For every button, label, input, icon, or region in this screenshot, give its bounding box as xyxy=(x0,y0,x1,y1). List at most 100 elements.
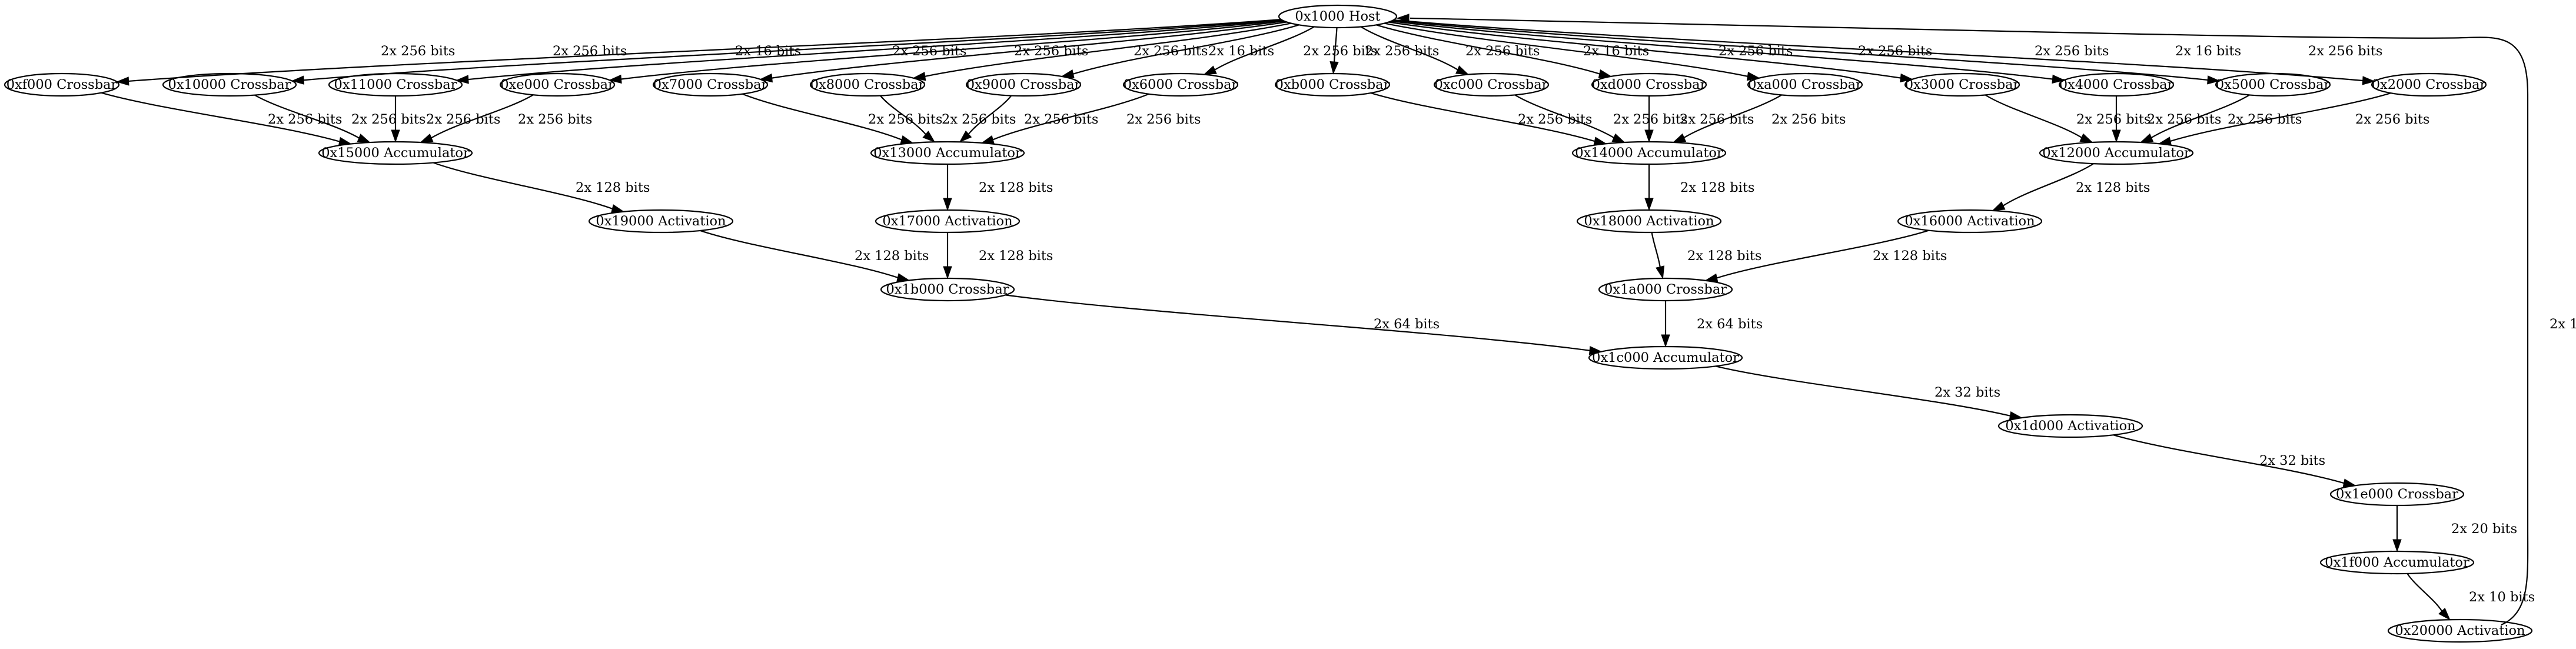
edge-label: 2x 64 bits xyxy=(1374,317,1440,332)
node-c-1b000[interactable]: 0x1b000 Crossbar xyxy=(880,277,1015,302)
edge-act_19000-to-c_1b000: 2x 128 bits xyxy=(700,229,929,282)
node-ellipse xyxy=(1598,277,1733,302)
edge-host-to-c_f000: 2x 256 bits xyxy=(116,19,1281,86)
edge-host-to-c_c000: 2x 256 bits xyxy=(1360,26,1540,75)
node-c-e000[interactable]: 0xe000 Crossbar xyxy=(499,72,616,97)
node-a-14000[interactable]: 0x14000 Accumulator xyxy=(1571,141,1727,165)
node-ellipse xyxy=(318,141,473,165)
node-act-17000[interactable]: 0x17000 Activation xyxy=(875,209,1021,234)
node-ellipse xyxy=(809,72,926,97)
node-act-1d000[interactable]: 0x1d000 Activation xyxy=(1997,414,2143,438)
node-ellipse xyxy=(1591,72,1707,97)
edge-label: 2x 256 bits xyxy=(553,44,627,59)
node-c-8000[interactable]: 0x8000 Crossbar xyxy=(809,72,926,97)
node-ellipse xyxy=(2319,550,2475,575)
node-label: 0x1a000 Crossbar xyxy=(1604,282,1727,297)
node-ellipse xyxy=(1904,72,2020,97)
edge-label: 2x 256 bits xyxy=(1613,112,1687,127)
node-ellipse xyxy=(1274,72,1391,97)
edge-label: 2x 256 bits xyxy=(2147,112,2221,127)
node-label: 0xa000 Crossbar xyxy=(1748,77,1862,92)
node-c-c000[interactable]: 0xc000 Crossbar xyxy=(1433,72,1550,97)
node-c-6000[interactable]: 0x6000 Crossbar xyxy=(1122,72,1239,97)
node-act-20000[interactable]: 0x20000 Activation xyxy=(2387,618,2533,643)
edge-label: 2x 256 bits xyxy=(2308,44,2382,59)
node-c-11000[interactable]: 0x11000 Crossbar xyxy=(328,72,463,97)
node-c-10000[interactable]: 0x10000 Crossbar xyxy=(162,72,297,97)
node-label: 0x15000 Accumulator xyxy=(321,145,470,161)
node-c-a000[interactable]: 0xa000 Crossbar xyxy=(1747,72,1863,97)
node-c-1a000[interactable]: 0x1a000 Crossbar xyxy=(1598,277,1733,302)
node-ellipse xyxy=(880,277,1015,302)
node-ellipse xyxy=(2329,482,2465,507)
node-act-18000[interactable]: 0x18000 Activation xyxy=(1576,209,1722,234)
node-a-1f000[interactable]: 0x1f000 Accumulator xyxy=(2319,550,2475,575)
node-act-16000[interactable]: 0x16000 Activation xyxy=(1897,209,2043,234)
edge-label: 2x 256 bits xyxy=(1134,44,1208,59)
edge-a_1c000-to-act_1d000: 2x 32 bits xyxy=(1715,365,2023,421)
edge-label: 2x 256 bits xyxy=(518,112,592,127)
node-ellipse xyxy=(875,209,1021,234)
node-act-19000[interactable]: 0x19000 Activation xyxy=(588,209,734,234)
node-c-4000[interactable]: 0x4000 Crossbar xyxy=(2058,72,2175,97)
node-ellipse xyxy=(1897,209,2043,234)
edge-label: 2x 256 bits xyxy=(892,44,966,59)
node-ellipse xyxy=(1433,72,1550,97)
edge-host-to-c_7000: 2x 256 bits xyxy=(759,21,1287,83)
edge-label: 2x 128 bits xyxy=(1680,180,1754,195)
node-host[interactable]: 0x1000 Host xyxy=(1278,4,1398,29)
node-ellipse xyxy=(162,72,297,97)
node-label: 0x4000 Crossbar xyxy=(2059,77,2174,92)
node-c-2000[interactable]: 0x2000 Crossbar xyxy=(2371,72,2487,97)
node-label: 0xb000 Crossbar xyxy=(1275,77,1390,92)
node-c-9000[interactable]: 0x9000 Crossbar xyxy=(965,72,1082,97)
node-ellipse xyxy=(1997,414,2143,438)
node-label: 0x9000 Crossbar xyxy=(966,77,1081,92)
edge-c_1a000-to-a_1c000: 2x 64 bits xyxy=(1661,301,1763,348)
node-a-15000[interactable]: 0x15000 Accumulator xyxy=(318,141,473,165)
node-c-1e000[interactable]: 0x1e000 Crossbar xyxy=(2329,482,2465,507)
node-label: 0x11000 Crossbar xyxy=(334,77,457,92)
edge-label: 2x 128 bits xyxy=(979,248,1053,264)
node-label: 0x18000 Activation xyxy=(1584,214,1714,229)
edge-label: 2x 128 bits xyxy=(1687,248,1761,264)
node-ellipse xyxy=(1747,72,1863,97)
node-c-d000[interactable]: 0xd000 Crossbar xyxy=(1591,72,1707,97)
node-ellipse xyxy=(499,72,616,97)
node-c-5000[interactable]: 0x5000 Crossbar xyxy=(2215,72,2331,97)
node-c-7000[interactable]: 0x7000 Crossbar xyxy=(652,72,769,97)
edge-c_3000-to-a_12000: 2x 256 bits xyxy=(1985,94,2150,143)
edge-c_9000-to-a_13000: 2x 256 bits xyxy=(959,95,1098,143)
node-ellipse xyxy=(2371,72,2487,97)
edge-host-to-c_a000: 2x 256 bits xyxy=(1384,22,1793,81)
edge-c_d000-to-a_14000: 2x 256 bits xyxy=(1644,96,1754,143)
node-a-12000[interactable]: 0x12000 Accumulator xyxy=(2039,141,2194,165)
node-c-3000[interactable]: 0x3000 Crossbar xyxy=(1904,72,2020,97)
node-ellipse xyxy=(1576,209,1722,234)
edge-host-to-c_2000: 2x 256 bits xyxy=(1393,19,2382,85)
edge-c_6000-to-a_13000: 2x 256 bits xyxy=(980,93,1201,144)
edge-host-to-c_8000: 2x 256 bits xyxy=(912,22,1291,81)
node-ellipse xyxy=(588,209,734,234)
edge-label: 2x 256 bits xyxy=(1014,44,1088,59)
edge-a_12000-to-act_16000: 2x 128 bits xyxy=(1992,163,2150,211)
node-label: 0x10000 Crossbar xyxy=(168,77,291,92)
edge-label: 2x 128 bits xyxy=(2076,180,2150,195)
edge-act_1d000-to-c_1e000: 2x 32 bits xyxy=(2113,434,2356,488)
node-a-13000[interactable]: 0x13000 Accumulator xyxy=(870,141,1025,165)
node-label: 0x1c000 Accumulator xyxy=(1592,350,1739,365)
node-label: 0x1b000 Crossbar xyxy=(886,282,1009,297)
edge-label: 2x 256 bits xyxy=(1126,112,1201,127)
node-label: 0x12000 Accumulator xyxy=(2042,145,2191,161)
node-label: 0x17000 Activation xyxy=(882,214,1012,229)
node-label: 0xe000 Crossbar xyxy=(500,77,614,92)
edge-label: 2x 256 bits xyxy=(1303,44,1377,59)
node-label: 0xc000 Crossbar xyxy=(1435,77,1548,92)
node-c-b000[interactable]: 0xb000 Crossbar xyxy=(1274,72,1391,97)
node-a-1c000[interactable]: 0x1c000 Accumulator xyxy=(1588,345,1743,370)
edge-label: 2x 128 bits xyxy=(576,180,650,195)
node-label: 0x14000 Accumulator xyxy=(1575,145,1723,161)
node-c-f000[interactable]: 0xf000 Crossbar xyxy=(4,72,120,97)
edge-host-to-c_9000: 2x 16 bits xyxy=(1061,24,1299,79)
